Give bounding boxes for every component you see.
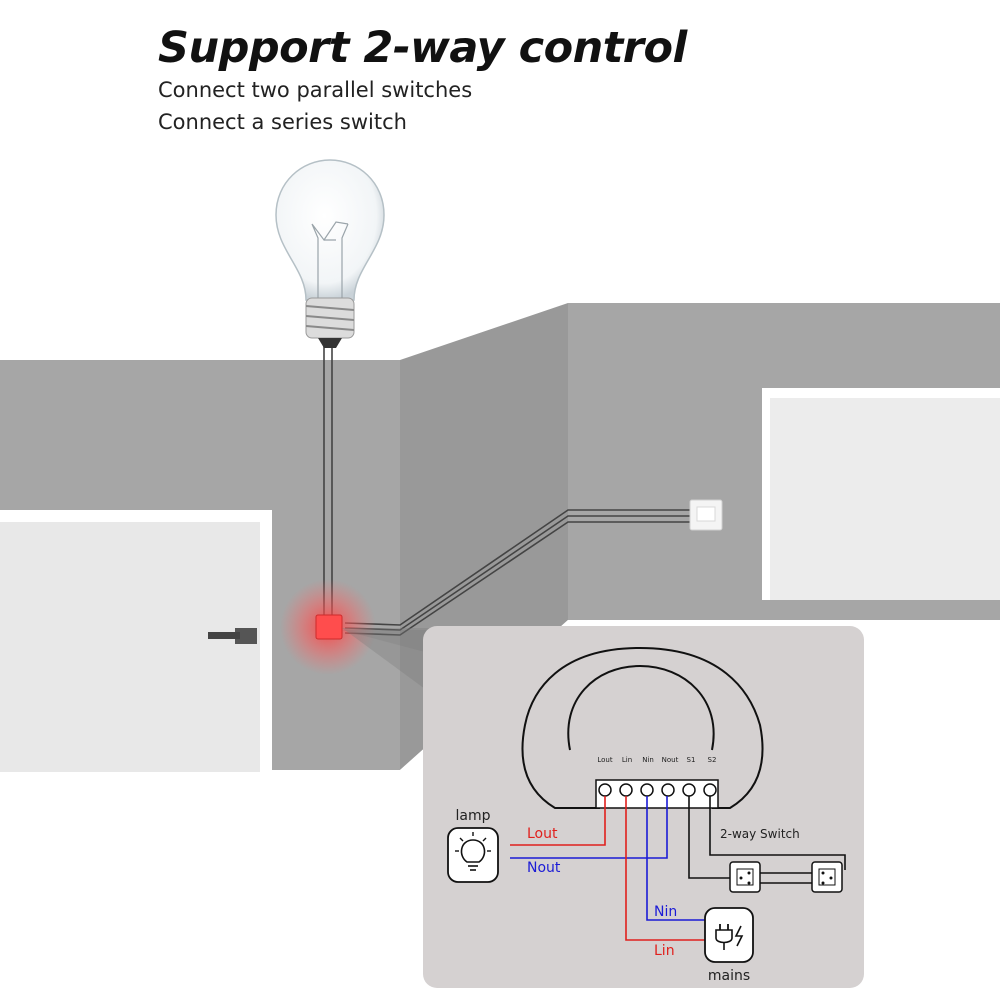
wiring-panel: Lout Lin Nin Nout S1 S2: [423, 626, 864, 988]
terminal-label-lin: Lin: [622, 756, 632, 764]
lin-label: Lin: [654, 943, 675, 959]
wire-nin: [646, 796, 707, 921]
door-handle: [235, 628, 257, 644]
wall-switch-icon: [689, 499, 723, 531]
terminal-label-lout: Lout: [597, 756, 612, 764]
mains-plug-icon: [704, 907, 754, 963]
right-door: [762, 388, 1000, 600]
terminal-screws: [598, 783, 717, 797]
lout-label: Lout: [527, 826, 558, 842]
lamp-icon: [447, 827, 499, 883]
switch-1-icon: [729, 861, 761, 893]
page-title: Support 2-way control: [158, 23, 687, 73]
module-outline: [521, 646, 764, 809]
wire-s1: [688, 796, 730, 879]
terminal-label-s1: S1: [687, 756, 696, 764]
lamp-label: lamp: [456, 808, 491, 824]
header: Support 2-way control Connect two parall…: [158, 22, 687, 138]
terminal-label-nin: Nin: [642, 756, 654, 764]
nin-label: Nin: [654, 904, 677, 920]
terminal-block: [595, 779, 719, 809]
wire-lout: [510, 796, 606, 846]
switch-2-icon: [811, 861, 843, 893]
subtitle-line-2: Connect a series switch: [158, 110, 407, 134]
switch-label: 2-way Switch: [720, 827, 800, 841]
mains-label: mains: [708, 968, 750, 984]
light-bulb-icon: [275, 159, 385, 348]
left-door: [0, 510, 272, 772]
wire-lin: [625, 796, 707, 941]
terminal-label-nout: Nout: [662, 756, 679, 764]
terminal-label-s2: S2: [708, 756, 717, 764]
smart-module-icon: [315, 614, 343, 640]
nout-label: Nout: [527, 860, 561, 876]
subtitle-line-1: Connect two parallel switches: [158, 78, 473, 102]
wire-nout: [510, 796, 668, 859]
wire-s2: [709, 796, 846, 870]
